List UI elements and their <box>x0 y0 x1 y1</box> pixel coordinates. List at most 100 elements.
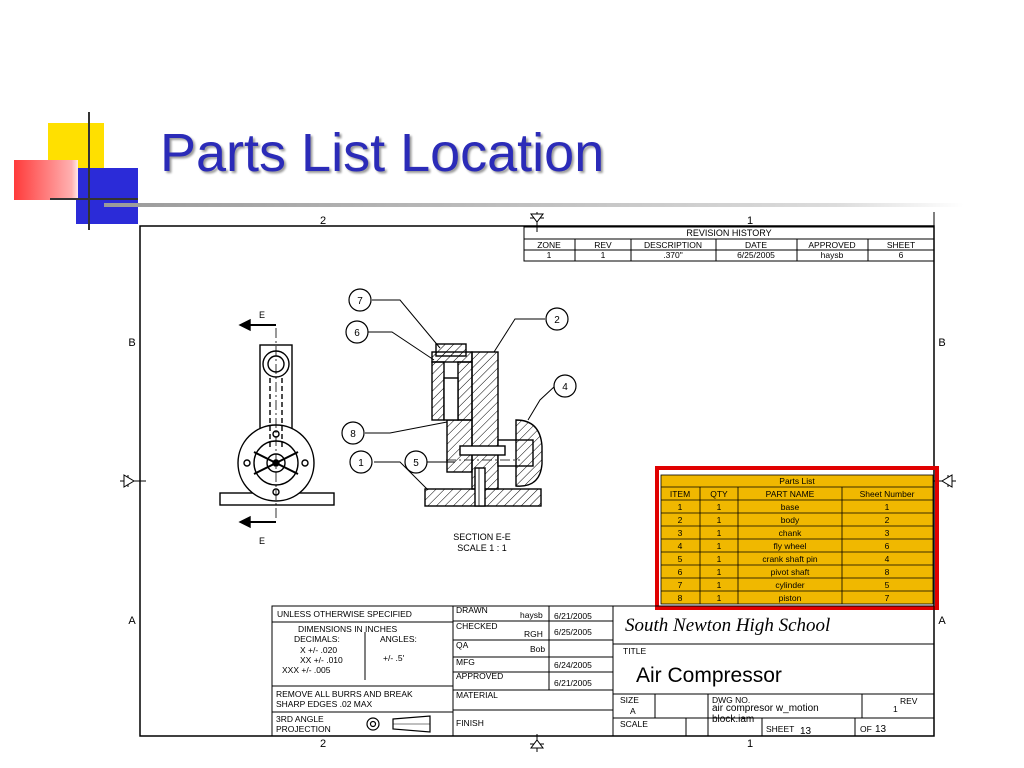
balloon-7 <box>348 288 372 312</box>
parts-cell: 1 <box>717 567 722 577</box>
parts-cell: 2 <box>678 515 683 525</box>
parts-cell: 3 <box>678 528 683 538</box>
balloon-5-label: 5 <box>413 458 419 469</box>
balloon-5 <box>404 450 428 474</box>
center-mark-bottom <box>530 734 544 752</box>
parts-cell: pivot shaft <box>771 567 810 577</box>
parts-row-7: 7 1 cylinder 5 <box>678 580 890 590</box>
zone-top-1: 1 <box>747 215 753 227</box>
tb-dwg-label: DWG NO. <box>712 695 750 705</box>
parts-col-qty: QTY <box>710 489 728 499</box>
tb-dwg-value-1: air compresor w_motion <box>712 703 819 714</box>
tb-material-label: MATERIAL <box>456 690 498 700</box>
tb-burrs1: REMOVE ALL BURRS AND BREAK <box>276 689 413 699</box>
row-left-a: A <box>128 615 136 627</box>
parts-cell: 1 <box>717 554 722 564</box>
cut-label-bottom: E <box>259 536 265 546</box>
balloon-2 <box>545 307 569 331</box>
balloon-8-label: 8 <box>350 429 356 440</box>
balloon-4-label: 4 <box>562 382 568 393</box>
rev-cell-zone: 1 <box>547 250 552 260</box>
parts-cell: 1 <box>885 502 890 512</box>
parts-row-2: 2 1 body 2 <box>678 515 890 525</box>
revision-history-title: REVISION HISTORY <box>686 228 771 238</box>
rev-col-rev: REV <box>594 240 612 250</box>
tb-checked-by: RGH <box>524 629 543 639</box>
cut-label-top: E <box>259 310 265 320</box>
parts-cell: 7 <box>678 580 683 590</box>
tb-drawn-label: DRAWN <box>456 605 488 615</box>
tb-qa-by: Bob <box>530 644 545 654</box>
tb-school: South Newton High School <box>625 615 830 636</box>
rev-col-date: DATE <box>745 240 767 250</box>
rev-cell-description: .370" <box>663 250 683 260</box>
parts-cell: 1 <box>678 502 683 512</box>
parts-cell: piston <box>779 593 802 603</box>
tb-mfg-label: MFG <box>456 657 475 667</box>
balloon-7-label: 7 <box>357 296 363 307</box>
row-left-b: B <box>128 337 135 349</box>
tb-size-value: A <box>630 706 636 716</box>
parts-cell: 7 <box>885 593 890 603</box>
parts-cell: 5 <box>885 580 890 590</box>
balloon-2-label: 2 <box>554 315 560 326</box>
title-block <box>271 605 935 737</box>
parts-row-3: 3 1 chank 3 <box>678 528 890 538</box>
balloon-8 <box>341 421 365 445</box>
section-title: SECTION E-E <box>453 532 511 542</box>
parts-cell: 1 <box>717 528 722 538</box>
rev-cell-approved: haysb <box>821 250 844 260</box>
rev-cell-rev: 1 <box>601 250 606 260</box>
deco-red-square <box>14 160 78 200</box>
rev-col-zone: ZONE <box>537 240 561 250</box>
balloon-6 <box>345 320 369 344</box>
rev-cell-sheet: 6 <box>899 250 904 260</box>
parts-row-5: 5 1 crank shaft pin 4 <box>678 554 890 564</box>
slide-title: Parts List Location <box>160 123 605 183</box>
parts-cell: 8 <box>885 567 890 577</box>
parts-cell: 8 <box>678 593 683 603</box>
parts-cell: 4 <box>885 554 890 564</box>
rev-cell-date: 6/25/2005 <box>737 250 775 260</box>
parts-cell: fly wheel <box>773 541 806 551</box>
parts-col-item: ITEM <box>670 489 690 499</box>
tb-sheet-label: SHEET <box>766 724 794 734</box>
row-right-b: B <box>938 337 945 349</box>
parts-cell: 5 <box>678 554 683 564</box>
parts-cell: 1 <box>717 541 722 551</box>
rev-col-description: DESCRIPTION <box>644 240 702 250</box>
parts-row-4: 4 1 fly wheel 6 <box>678 541 890 551</box>
tb-approved-label: APPROVED <box>456 671 503 681</box>
tb-dims: DIMENSIONS IN INCHES <box>298 624 398 634</box>
tb-burrs2: SHARP EDGES .02 MAX <box>276 699 373 709</box>
zone-bottom-1: 1 <box>747 738 753 750</box>
parts-cell: 6 <box>885 541 890 551</box>
parts-cell: 4 <box>678 541 683 551</box>
row-right-a: A <box>938 615 946 627</box>
parts-cell: 1 <box>717 580 722 590</box>
deco-underline <box>104 203 964 207</box>
tb-angle-tol: +/- .5' <box>383 653 405 663</box>
parts-cell: 3 <box>885 528 890 538</box>
tb-title-value: Air Compressor <box>636 664 782 687</box>
zone-bottom-2: 2 <box>320 738 326 750</box>
parts-cell: 1 <box>717 502 722 512</box>
center-mark-top <box>530 212 544 232</box>
tb-angles: ANGLES: <box>380 634 417 644</box>
parts-col-sheet-number: Sheet Number <box>860 489 915 499</box>
tb-tol3: XXX +/- .005 <box>282 665 331 675</box>
tb-tol1: X +/- .020 <box>300 645 337 655</box>
front-view <box>219 318 335 529</box>
balloon-6-label: 6 <box>354 328 360 339</box>
parts-row-6: 6 1 pivot shaft 8 <box>678 567 890 577</box>
tb-of-label: OF <box>860 724 872 734</box>
parts-cell: body <box>781 515 800 525</box>
tb-approved-date: 6/21/2005 <box>554 678 592 688</box>
tb-sheet-value: 13 <box>800 726 812 737</box>
parts-cell: 1 <box>717 593 722 603</box>
center-mark-left <box>120 474 146 488</box>
tb-checked-label: CHECKED <box>456 621 498 631</box>
tb-of-value: 13 <box>875 724 887 735</box>
section-scale: SCALE 1 : 1 <box>457 543 507 553</box>
